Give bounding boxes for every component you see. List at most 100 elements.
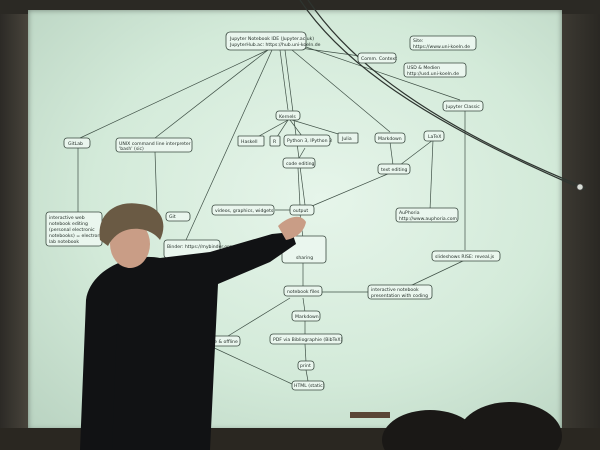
node-markdown-label: Markdown [378,136,402,142]
presenter-torso [112,300,150,450]
node-markdown2-label: Markdown [295,314,319,320]
node-videos: videos, graphics, widgets [211,204,275,216]
node-kernels-label: Kernels [279,114,296,120]
node-interactive-web: interactive web notebook editing (person… [45,211,105,247]
cable-end [576,183,584,191]
node-comm: Comm. Context [357,52,397,64]
audience [350,402,562,450]
node-r: R [269,135,281,147]
edge-rise-interactive [409,259,466,287]
node-files-label: notebook files [287,289,320,295]
node-in-line1: interactive notebook [371,287,419,293]
left-wall [0,0,30,450]
node-in-line2: presentation with coding [371,293,428,299]
node-iw-line4: notebooks) = electronic [49,233,105,239]
presenter [80,203,306,450]
node-unix-line2: 'bash' (sic) [119,146,144,152]
edge-latex-autoplex [429,139,434,211]
node-site: Site: https://www.uni-koeln.de [409,35,477,51]
node-notebook-files: notebook files [283,285,323,297]
node-git-label: Git [169,214,176,220]
edge-markdown-text [389,141,394,166]
node-latex: LaTeX [423,130,445,142]
node-usd-line2: http://usd.uni-koeln.de [407,71,459,77]
edge-top-unix [154,49,269,139]
edge-code-output [297,167,301,207]
node-autoplex-line1: AuPhoria [399,210,420,216]
node-iw-line1: interactive web [49,215,85,221]
node-site-line2: https://www.uni-koeln.de [413,44,470,50]
node-iw-line3: (personal electronic [49,227,95,233]
node-julia-label: Julia [341,136,352,142]
node-text-editing: text editing [377,163,411,175]
edge-text-output [311,172,391,207]
edge-top-classic [299,44,461,101]
node-site-line1: Site: [413,38,424,44]
node-videos-label: videos, graphics, widgets [215,208,274,214]
node-autoplex-line2: http://www.auphoria.com [399,216,458,222]
node-print: print [297,360,315,371]
node-text-editing-label: text editing [381,167,408,173]
diagram-nodes: Jupyter Notebook IDE (Jupyter.ac.uk) Jup… [45,31,501,391]
node-html: HTML (static) [291,380,325,391]
node-latex-label: LaTeX [428,134,441,140]
node-gitlab-label: GitLab [68,141,83,147]
node-python-label: Python 3, IPython 3 [287,138,332,144]
node-top-line1: Jupyter Notebook IDE (Jupyter.ac.uk) [229,36,314,42]
hanging-cable [299,0,586,191]
node-top-line2: JupyterHub.ac: https://hub.uni-koeln.de [229,42,321,48]
node-unix: UNIX command line interpreter 'bash' (si… [115,137,193,153]
node-autoplex: AuPhoria http://www.auphoria.com [395,207,459,223]
node-markdown: Markdown [374,132,406,144]
lectern [350,412,390,418]
node-iw-line5: lab notebook [49,239,79,245]
edge-files-online [227,297,291,337]
node-markdown2: Markdown [291,310,321,322]
node-python: Python 3, IPython 3 [283,134,332,147]
node-haskell: Haskell [237,135,265,147]
hanging-cable-2 [307,0,587,189]
node-rise: slideshows RISE: reveal.js [431,250,501,262]
node-rise-label: slideshows RISE: reveal.js [435,254,495,260]
presenter-hair [99,203,164,246]
node-jupyter-classic: Jupyter Classic [442,100,484,112]
presenter-hand [278,216,306,240]
node-kernels: Kernels [275,110,301,121]
node-output: output [289,204,315,216]
edge-files-markdown [302,297,306,313]
edge-unix-web [154,151,158,213]
node-binder-label: Binder: https://mybinder.org [167,244,232,250]
edge-print-html [305,369,309,382]
node-pdf: PDF via Bibliographie (BibTeX) [269,333,343,345]
edge-top-gitlab [79,49,269,139]
node-online-label: online & offline [203,339,238,345]
node-iw-line2: notebook editing [49,221,88,227]
node-print-label: print [300,363,311,369]
edge-pdf-print [304,343,307,363]
presenter-sweater [80,232,296,450]
edge-top-markdown [291,49,391,133]
node-output-label: output [293,208,308,214]
edge-top-kernels [279,49,289,111]
node-html-label: HTML (static) [294,383,325,389]
node-julia: Julia [337,132,359,144]
audience-head-2 [458,402,562,450]
node-r-label: R [273,139,277,145]
node-interactive-notebook: interactive notebook presentation with c… [367,284,433,300]
node-haskell-label: Haskell [241,139,258,145]
right-wall [560,0,600,450]
node-code-editing: code editing [282,157,316,169]
node-code-editing-label: code editing [286,161,315,167]
edge-online-html [209,345,293,385]
node-comm-label: Comm. Context [361,56,397,62]
node-sharing-label: sharing [296,255,313,261]
edge-top-binder [185,49,273,241]
node-top: Jupyter Notebook IDE (Jupyter.ac.uk) Jup… [225,31,321,51]
node-usd-line1: USD & Medien [407,65,440,71]
node-unix-line1: UNIX command line interpreter [119,141,191,147]
node-pdf-label: PDF via Bibliographie (BibTeX) [273,337,343,343]
audience-head-1 [382,410,478,450]
node-usd: USD & Medien http://usd.uni-koeln.de [403,62,467,78]
